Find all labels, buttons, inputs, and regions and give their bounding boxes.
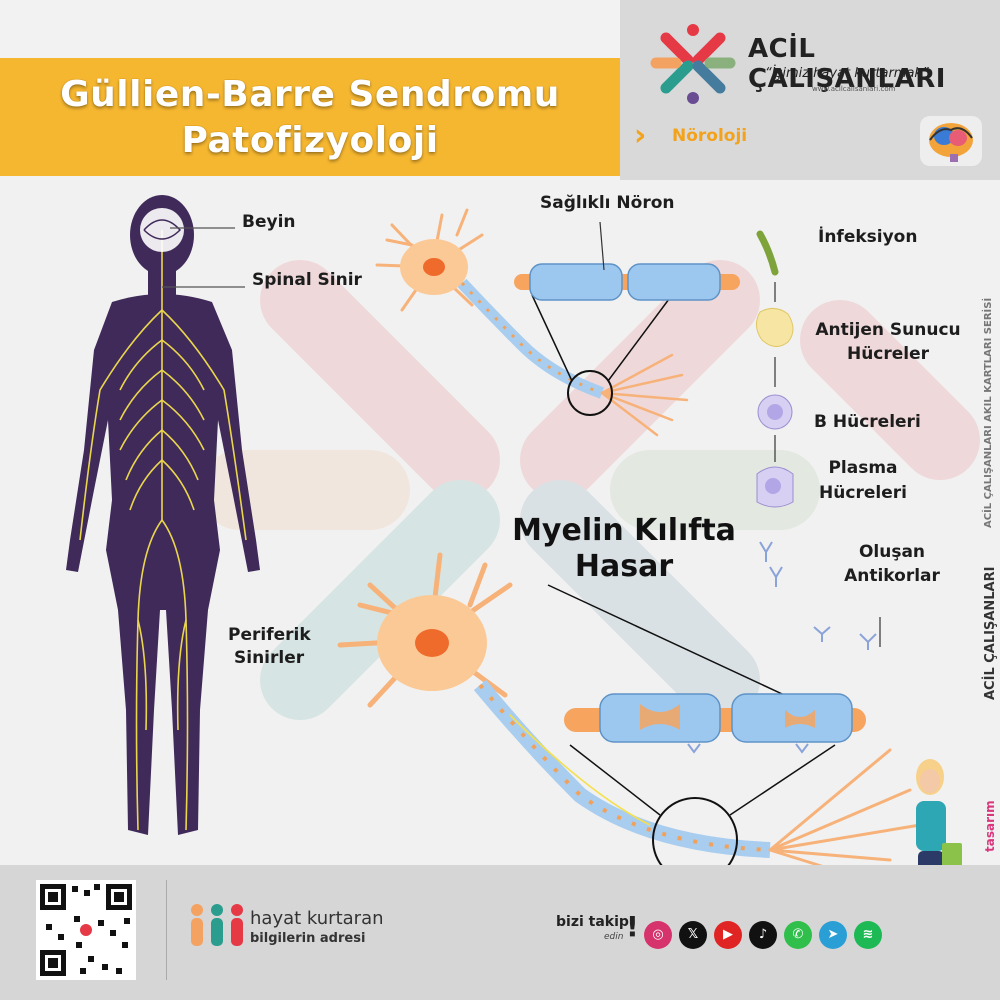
brain-icon [920, 116, 982, 166]
label-plasma-1: Plasma [828, 458, 898, 478]
spotify-icon[interactable]: ≋ [854, 921, 882, 949]
label-antikor-2: Antikorlar [844, 566, 940, 586]
label-antijen-2: Hücreler [846, 344, 930, 364]
design-brand: ACİL ÇALIŞANLARI [983, 566, 998, 700]
exclamation-icon: ! [626, 910, 639, 943]
footer-divider [166, 880, 167, 980]
hayat-kurtaran-logo [191, 904, 243, 946]
page-title-line2: Patofizyoloji [181, 120, 439, 161]
category-label[interactable]: Nöroloji [672, 126, 748, 146]
label-myelin-2: Hasar [574, 549, 674, 584]
damaged-axon-segment [564, 693, 866, 754]
label-antijen-1: Antijen Sunucu [815, 320, 961, 340]
chevron-right-icon: › [634, 118, 647, 153]
healthy-neuron-leader [599, 222, 605, 271]
human-nervous-system [66, 195, 260, 835]
page-title-line1: Güllien-Barre Sendromu [60, 74, 560, 115]
follow-label: bizi takip [556, 914, 629, 930]
body-leader-lines [162, 227, 245, 288]
telegram-icon[interactable]: ➤ [819, 921, 847, 949]
instagram-icon[interactable]: ◎ [644, 921, 672, 949]
label-saglikli-noron: Sağlıklı Nöron [540, 193, 675, 213]
label-plasma-2: Hücreleri [819, 483, 907, 503]
footer [0, 865, 1000, 1000]
label-antikor-1: Oluşan [858, 542, 926, 562]
healthy-axon-segment [514, 263, 740, 301]
healthy-neuron [375, 208, 689, 437]
series-label: ACİL ÇALIŞANLARI AKIL KARTLARI SERİSİ [983, 297, 994, 528]
qr-code[interactable] [36, 880, 136, 980]
youtube-icon[interactable]: ▶ [714, 921, 742, 949]
immune-cascade [756, 230, 881, 650]
label-infeksiyon: İnfeksiyon [818, 227, 918, 247]
brand-slogan: “İşimiz hayat kurtarmak” [765, 66, 929, 81]
label-myelin-1: Myelin Kılıfta [512, 513, 736, 548]
title-band [0, 58, 620, 176]
label-beyin: Beyin [242, 212, 296, 232]
design-prefix: tasarım [983, 800, 997, 852]
follow-sub-label: edin [604, 932, 624, 942]
label-periferik-1: Periferik [228, 625, 311, 645]
brand-logo [650, 24, 736, 104]
tiktok-icon[interactable]: ♪ [749, 921, 777, 949]
whatsapp-icon[interactable]: ✆ [784, 921, 812, 949]
label-periferik-2: Sinirler [234, 648, 305, 668]
label-spinal-sinir: Spinal Sinir [252, 270, 362, 290]
footer-tagline-sub: bilgilerin adresi [250, 931, 366, 946]
brand-name: ACİL ÇALIŞANLARI [748, 34, 946, 94]
label-b-hucreleri: B Hücreleri [814, 412, 921, 432]
damaged-neuron [337, 552, 922, 883]
brand-url: www.acilcalisanlari.com [812, 85, 896, 93]
footer-tagline-title: hayat kurtaran [250, 908, 384, 929]
x-icon[interactable]: 𝕏 [679, 921, 707, 949]
